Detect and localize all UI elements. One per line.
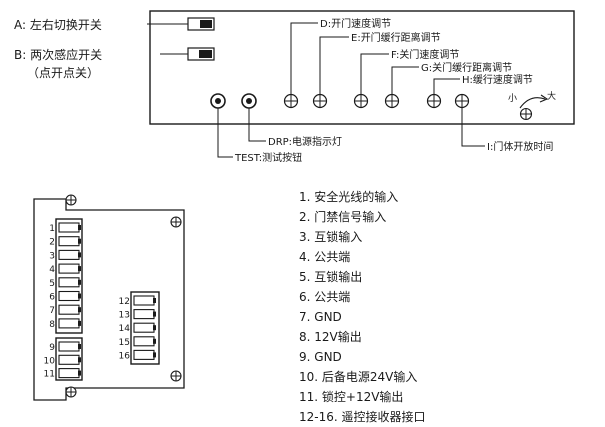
terminal-clamp-mark <box>78 225 81 230</box>
list-item: 6. 公共端 <box>299 290 351 304</box>
drp-power-led <box>241 93 257 109</box>
terminal-clamp-mark <box>78 307 81 313</box>
terminal-clamp-mark <box>78 252 81 258</box>
switch-b-sublabel: （点开点关） <box>27 66 99 80</box>
list-item: 1. 安全光线的输入 <box>299 190 399 204</box>
terminal-screw <box>133 295 155 306</box>
terminal-screw <box>58 341 80 352</box>
terminal-screw <box>133 336 155 347</box>
pin-number-label: 3 <box>49 251 55 261</box>
pot-f-label: F:关门速度调节 <box>391 48 459 61</box>
pin-number-label: 12 <box>119 297 130 307</box>
pin-number-label: 4 <box>49 265 55 275</box>
pot-i-knob[interactable] <box>454 93 470 109</box>
mounting-hole-icon <box>170 370 182 382</box>
pot-h-knob[interactable] <box>426 93 442 109</box>
mounting-hole-icon <box>65 386 77 398</box>
pot-f-knob[interactable] <box>353 93 369 109</box>
pin-number-label: 8 <box>49 320 55 330</box>
pin-number-label: 5 <box>49 279 55 289</box>
terminal-clamp-mark <box>78 320 81 326</box>
pin-number-label: 10 <box>44 356 56 366</box>
pot-h-label: H:缓行速度调节 <box>462 73 533 86</box>
pin-number-label: 7 <box>49 306 55 316</box>
pot-e-label: E:开门缓行距离调节 <box>351 31 441 44</box>
terminal-screw <box>133 349 155 360</box>
list-item: 8. 12V输出 <box>299 330 362 344</box>
terminal-screw <box>133 322 155 333</box>
pin-number-label: 14 <box>119 324 131 334</box>
terminal-screw <box>58 290 80 302</box>
terminal-clamp-mark <box>153 338 156 344</box>
list-item: 3. 互锁输入 <box>299 230 363 244</box>
terminal-clamp-mark <box>153 298 156 303</box>
terminal-screw <box>58 222 80 233</box>
terminal-screw <box>58 249 80 260</box>
pot-g-knob[interactable] <box>384 93 400 109</box>
pin-number-label: 13 <box>119 311 130 321</box>
terminal-clamp-mark <box>78 293 81 299</box>
pot-i-label: I:门体开放时间 <box>487 140 553 153</box>
pot-e-knob[interactable] <box>312 93 328 109</box>
switch-b[interactable] <box>187 47 215 61</box>
terminal-screw <box>58 368 80 379</box>
terminal-screw <box>58 277 80 288</box>
switch-b-label: B: 两次感应开关 <box>14 47 102 62</box>
list-item: 7. GND <box>299 310 342 324</box>
switch-a[interactable] <box>187 17 215 31</box>
terminal-clamp-mark <box>153 352 156 358</box>
terminal-function-list: 1. 安全光线的输入 2. 门禁信号输入 3. 互锁输入 4. 公共端 5. 互… <box>299 187 426 427</box>
test-label: TEST:测试按钮 <box>234 151 302 164</box>
terminal-clamp-mark <box>78 266 81 272</box>
terminal-clamp-mark <box>78 344 81 349</box>
list-item: 5. 互锁输出 <box>299 270 363 284</box>
terminal-screw <box>58 318 80 329</box>
terminal-clamp-mark <box>153 325 156 331</box>
list-item: 4. 公共端 <box>299 250 351 264</box>
list-item: 2. 门禁信号输入 <box>299 210 387 224</box>
list-item: 9. GND <box>299 350 342 364</box>
list-item: 12-16. 遥控接收器接口 <box>299 410 426 424</box>
pin-number-label: 1 <box>49 224 55 234</box>
pin-number-label: 16 <box>119 351 131 361</box>
drp-label: DRP:电源指示灯 <box>268 135 342 148</box>
list-item: 10. 后备电源24V输入 <box>299 370 418 384</box>
switch-a-label: A: 左右切换开关 <box>14 17 102 32</box>
terminal-screw <box>58 263 80 274</box>
knob-direction-icon <box>519 94 549 121</box>
terminal-clamp-mark <box>78 357 81 363</box>
list-item: 11. 锁控+12V输出 <box>299 390 404 404</box>
pot-g-label: G:关门缓行距离调节 <box>421 61 512 74</box>
pot-d-label: D:开门速度调节 <box>320 17 391 30</box>
pin-number-label: 15 <box>119 338 130 348</box>
terminal-screw <box>58 304 80 315</box>
connector-block-1-8 <box>55 218 83 334</box>
mounting-hole-icon <box>170 216 182 228</box>
pot-d-knob[interactable] <box>283 93 299 109</box>
pin-number-label: 2 <box>49 238 55 248</box>
terminal-clamp-mark <box>78 279 81 285</box>
terminal-screw <box>58 354 80 365</box>
terminal-screw <box>133 309 155 320</box>
knob-min-label: 小 <box>508 93 517 104</box>
terminal-screw <box>58 236 80 247</box>
test-button[interactable] <box>210 93 226 109</box>
terminal-clamp-mark <box>78 238 81 244</box>
pin-number-label: 9 <box>49 343 55 353</box>
mounting-hole-icon <box>65 194 77 206</box>
pin-number-label: 6 <box>49 293 55 303</box>
terminal-clamp-mark <box>78 370 81 376</box>
terminal-clamp-mark <box>153 311 156 317</box>
knob-max-label: 大 <box>547 90 556 102</box>
pin-number-label: 11 <box>44 370 55 380</box>
